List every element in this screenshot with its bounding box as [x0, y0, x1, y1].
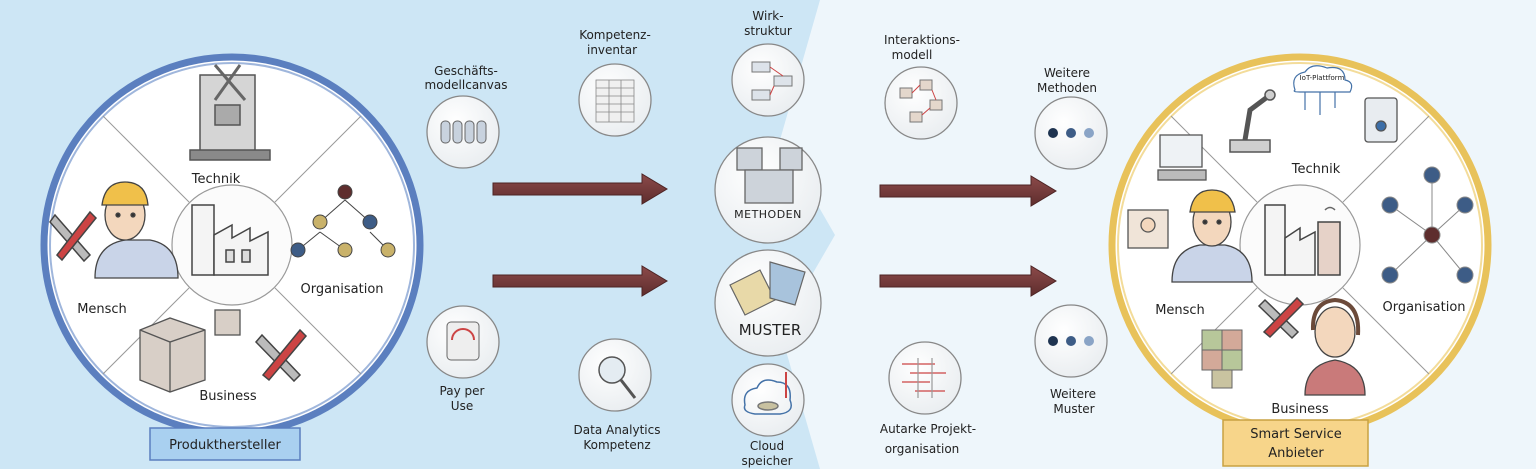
worker-icon: [94, 181, 179, 279]
robot-arm-icon: [1229, 89, 1276, 153]
tool-bmc-label-1: Geschäfts-: [434, 64, 498, 78]
network-icon: [1381, 166, 1474, 284]
video-call-icon: [1127, 209, 1169, 249]
tool-ppu-label-2: Use: [451, 399, 473, 413]
cube-icon: [139, 309, 241, 393]
right-badge-box: [1222, 419, 1369, 467]
tool-muster-label: MUSTER: [739, 321, 802, 339]
tool-autark-label-2: organisation: [885, 442, 960, 456]
computer-icon: [1157, 134, 1207, 181]
tool-wmu-label-2: Muster: [1053, 402, 1094, 416]
right-badge-line-1: Smart Service: [1250, 427, 1342, 442]
ellipsis-icon: [1048, 128, 1094, 138]
tool-autark[interactable]: Autarke Projekt- organisation: [880, 341, 976, 456]
right-seg-technik: Technik: [1291, 162, 1341, 177]
tool-bmc-label-2: modellcanvas: [425, 78, 508, 92]
tool-wirk-label-2: struktur: [744, 24, 792, 38]
left-seg-business: Business: [199, 389, 257, 404]
tool-ppu-label-1: Pay per: [440, 384, 485, 398]
puzzle-icon: [729, 261, 806, 316]
right-wheel: IoT-Plattform Technik Mensch: [1108, 53, 1492, 437]
iot-label: IoT-Plattform: [1300, 74, 1345, 82]
arrow-bottom-left: [492, 265, 668, 297]
arrow-bottom-right: [879, 265, 1057, 297]
tool-wm-label-1: Weitere: [1044, 66, 1090, 80]
tool-wmu-label-1: Weitere: [1050, 387, 1096, 401]
org-chart-icon: [290, 184, 396, 258]
tool-cloud-label-1: Cloud: [750, 439, 784, 453]
cloud-storage-icon: [743, 372, 792, 415]
tool-autark-label-1: Autarke Projekt-: [880, 422, 976, 436]
arrow-top-right: [879, 175, 1057, 207]
tool-komp-label-2: inventar: [587, 43, 637, 57]
gantt-icon: [902, 358, 946, 398]
tool-inter-label-2: modell: [892, 48, 933, 62]
smart-factory-icon: [1264, 204, 1341, 276]
tool-weitere-methoden[interactable]: Weitere Methoden: [1034, 66, 1108, 170]
left-seg-organisation: Organisation: [300, 282, 383, 297]
left-badge-box: [149, 427, 301, 461]
tool-methoden-label: METHODEN: [734, 208, 802, 221]
tool-komp-label-1: Kompetenz-: [579, 28, 651, 42]
left-wheel: Technik Mensch Organisat: [40, 53, 424, 437]
tool-muster[interactable]: MUSTER: [714, 249, 822, 357]
tool-komp[interactable]: Kompetenz- inventar: [578, 28, 652, 137]
tool-wirk-label-1: Wirk-: [752, 9, 783, 23]
tool-wm-label-2: Methoden: [1037, 81, 1097, 95]
cube-grid-icon: [1201, 329, 1243, 389]
right-seg-mensch: Mensch: [1155, 303, 1205, 318]
right-seg-business: Business: [1271, 402, 1329, 417]
iot-cloud-icon: [1293, 65, 1353, 115]
flowchart-icon: [751, 61, 793, 101]
canvas-icon: [440, 120, 487, 144]
arrow-top-left: [492, 173, 668, 205]
tool-data-label-1: Data Analytics: [574, 423, 661, 437]
press-icon: [736, 147, 803, 204]
tool-bmc[interactable]: Geschäfts- modellcanvas: [425, 64, 508, 169]
machine-icon: [189, 64, 271, 161]
tools-icon-business: [254, 328, 308, 383]
right-seg-organisation: Organisation: [1382, 300, 1465, 315]
worker-icon-right: [1171, 189, 1253, 283]
tool-cloud[interactable]: Cloud speicher: [731, 363, 805, 468]
tool-data-label-2: Kompetenz: [583, 438, 650, 452]
tool-methoden[interactable]: METHODEN: [714, 136, 822, 244]
tool-data[interactable]: Data Analytics Kompetenz: [574, 338, 661, 452]
ellipsis-icon-2: [1048, 336, 1094, 346]
left-seg-technik: Technik: [191, 172, 241, 187]
left-badge: Produkthersteller: [169, 438, 281, 453]
tool-ppu[interactable]: Pay per Use: [426, 305, 500, 413]
left-seg-mensch: Mensch: [77, 302, 127, 317]
support-agent-icon: [1304, 297, 1366, 396]
tablet-icon: [1364, 97, 1398, 143]
tool-inter-label-1: Interaktions-: [884, 33, 960, 47]
interaction-icon: [899, 79, 943, 123]
tool-weitere-muster[interactable]: Weitere Muster: [1034, 304, 1108, 416]
tool-cloud-label-2: speicher: [741, 454, 792, 468]
table-sheet-icon: [595, 79, 635, 123]
right-badge-line-2: Anbieter: [1268, 446, 1324, 461]
meter-icon: [446, 321, 480, 361]
magnifier-icon: [598, 356, 637, 399]
tools-icon-right: [1257, 296, 1305, 340]
tools-icon-left: [49, 210, 98, 263]
tool-inter[interactable]: Interaktions- modell: [884, 33, 960, 140]
tool-wirk[interactable]: Wirk- struktur: [731, 9, 805, 117]
factory-icon: [191, 204, 269, 276]
